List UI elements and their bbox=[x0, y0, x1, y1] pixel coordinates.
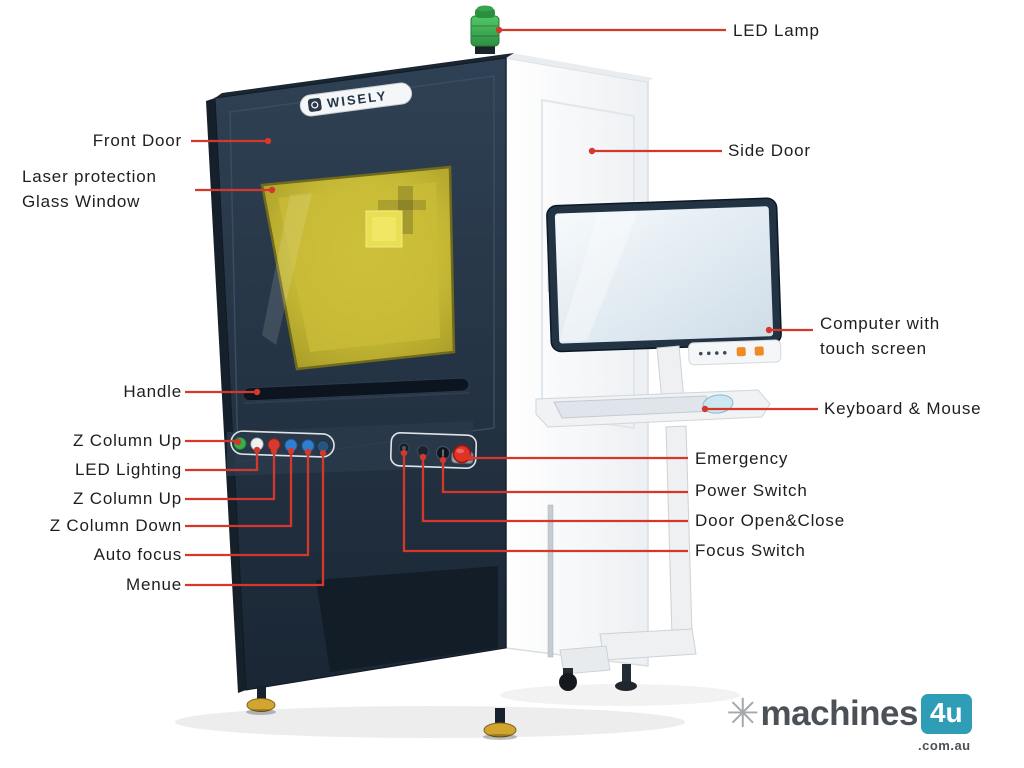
label-auto-focus: Auto focus bbox=[93, 545, 182, 564]
computer-assembly bbox=[535, 197, 782, 691]
machines4u-icon: ✳ bbox=[726, 692, 760, 736]
label-line-1: Computer with bbox=[820, 314, 940, 333]
label-z-column-up-2: Z Column Up bbox=[73, 489, 182, 508]
monitor bbox=[546, 197, 782, 366]
label-line-1: Laser protection bbox=[22, 167, 157, 186]
side-door-outline bbox=[541, 98, 635, 430]
leader-lines bbox=[185, 28, 818, 587]
label-front-door: Front Door bbox=[92, 131, 182, 150]
laser-window bbox=[260, 165, 456, 371]
label-laser-protection-glass-window: Laser protection Glass Window bbox=[22, 164, 157, 214]
wisely-logo-icon bbox=[307, 97, 322, 112]
door-handle bbox=[242, 377, 470, 405]
led-lamp bbox=[470, 5, 500, 54]
side-panel bbox=[505, 53, 653, 667]
lower-recess bbox=[316, 566, 498, 672]
label-door-open-close: Door Open&Close bbox=[695, 511, 845, 530]
machines4u-watermark: ✳ machines 4u bbox=[726, 692, 972, 736]
gas-strut bbox=[547, 504, 554, 658]
label-line-2: Glass Window bbox=[22, 192, 141, 211]
label-z-column-down: Z Column Down bbox=[49, 516, 182, 535]
label-led-lamp: LED Lamp bbox=[733, 21, 820, 40]
label-z-column-up: Z Column Up bbox=[73, 431, 182, 450]
wisely-badge: WISELY bbox=[299, 82, 413, 117]
label-handle: Handle bbox=[123, 382, 182, 401]
label-power-switch: Power Switch bbox=[695, 481, 808, 500]
stand-caster bbox=[559, 673, 577, 691]
leader-dots bbox=[234, 26, 773, 464]
watermark-domain-text: .com.au bbox=[918, 738, 971, 753]
watermark-brand-text: machines bbox=[760, 694, 919, 733]
label-menue: Menue bbox=[126, 575, 182, 594]
floor-shadow bbox=[175, 684, 740, 738]
machine-feet bbox=[246, 664, 637, 740]
label-computer-touch-screen: Computer with touch screen bbox=[820, 311, 940, 361]
label-emergency: Emergency bbox=[695, 449, 789, 468]
label-led-lighting: LED Lighting bbox=[75, 460, 182, 479]
label-keyboard-mouse: Keyboard & Mouse bbox=[824, 399, 982, 418]
emergency-button bbox=[451, 444, 474, 464]
monitor-screen bbox=[554, 206, 774, 344]
front-panel bbox=[206, 53, 514, 693]
watermark-suffix-badge: 4u bbox=[920, 694, 972, 734]
label-focus-switch: Focus Switch bbox=[695, 541, 806, 560]
label-line-2: touch screen bbox=[820, 339, 927, 358]
monitor-control-box bbox=[688, 339, 782, 366]
monitor-stand bbox=[535, 345, 771, 691]
label-side-door: Side Door bbox=[728, 141, 811, 160]
